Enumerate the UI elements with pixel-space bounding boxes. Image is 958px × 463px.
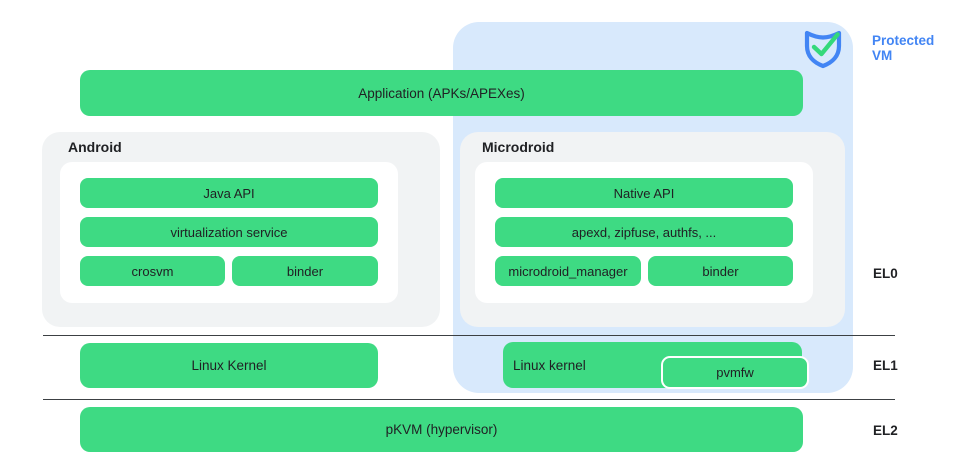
el1-label: EL1 — [873, 358, 898, 373]
el2-label: EL2 — [873, 423, 898, 438]
apexd-zipfuse-authfs-bar: apexd, zipfuse, authfs, ... — [495, 217, 793, 247]
pvmfw-bar: pvmfw — [661, 356, 809, 389]
pkvm-bar: pKVM (hypervisor) — [80, 407, 803, 452]
virtualization-service-bar: virtualization service — [80, 217, 378, 247]
crosvm-bar: crosvm — [80, 256, 225, 286]
el0-label: EL0 — [873, 266, 898, 281]
java-api-bar: Java API — [80, 178, 378, 208]
el1-el2-divider — [43, 399, 895, 400]
binder-bar-android: binder — [232, 256, 378, 286]
shield-check-icon — [804, 30, 842, 69]
microdroid-manager-bar: microdroid_manager — [495, 256, 641, 286]
application-bar: Application (APKs/APEXes) — [80, 70, 803, 116]
linux-kernel-host-bar: Linux Kernel — [80, 343, 378, 388]
protected-vm-label: Protected VM — [872, 33, 935, 63]
android-title: Android — [68, 139, 122, 155]
native-api-bar: Native API — [495, 178, 793, 208]
binder-bar-microdroid: binder — [648, 256, 793, 286]
el0-el1-divider — [43, 335, 895, 336]
microdroid-title: Microdroid — [482, 139, 555, 155]
